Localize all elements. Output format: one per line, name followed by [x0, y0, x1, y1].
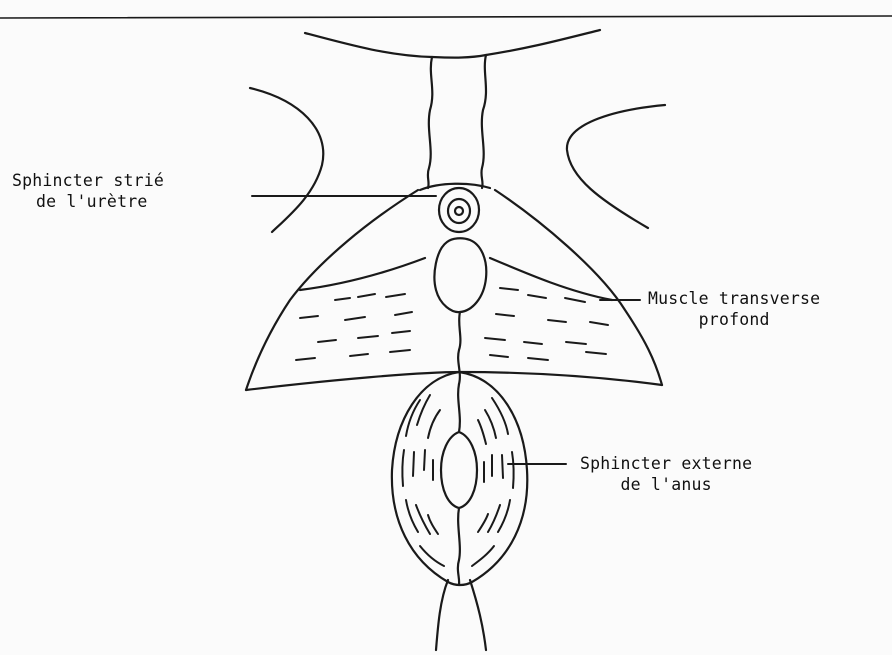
pelvic-outline-top [305, 30, 600, 58]
lower-cleft-right [470, 580, 486, 650]
transverse-upper-edge-right [490, 258, 612, 300]
transverse-triangle-left [246, 190, 418, 390]
pelvic-outline-left [250, 88, 323, 232]
lower-cleft-left [436, 580, 448, 650]
urethra-right-wall [481, 55, 486, 188]
label-anal-sphincter-line2: de l'anus [580, 474, 752, 495]
label-transverse-muscle: Muscle transverse profond [648, 288, 820, 330]
transverse-triangle-right [495, 190, 662, 385]
urethral-lumen [455, 207, 463, 215]
label-urethral-sphincter-line2: de l'urètre [12, 191, 164, 212]
pelvic-outline-right [567, 105, 665, 228]
urethral-sphincter-outer [439, 188, 479, 232]
anal-sphincter-fibres [402, 395, 513, 566]
anal-raphe [458, 384, 460, 585]
transverse-upper-edge-left [300, 258, 425, 290]
anal-orifice [441, 432, 477, 508]
urethral-sphincter-inner [448, 199, 470, 223]
label-transverse-muscle-line2: profond [648, 309, 820, 330]
label-urethral-sphincter: Sphincter strié de l'urètre [12, 170, 164, 212]
label-anal-sphincter: Sphincter externe de l'anus [580, 453, 752, 495]
vaginal-orifice [434, 238, 486, 312]
label-transverse-muscle-line1: Muscle transverse [648, 288, 820, 309]
label-anal-sphincter-line1: Sphincter externe [580, 453, 752, 474]
transverse-fibres [296, 288, 608, 360]
urethra-left-wall [428, 57, 432, 188]
top-page-rule [0, 16, 892, 18]
transverse-triangle-base [246, 372, 662, 390]
label-urethral-sphincter-line1: Sphincter strié [12, 170, 164, 191]
